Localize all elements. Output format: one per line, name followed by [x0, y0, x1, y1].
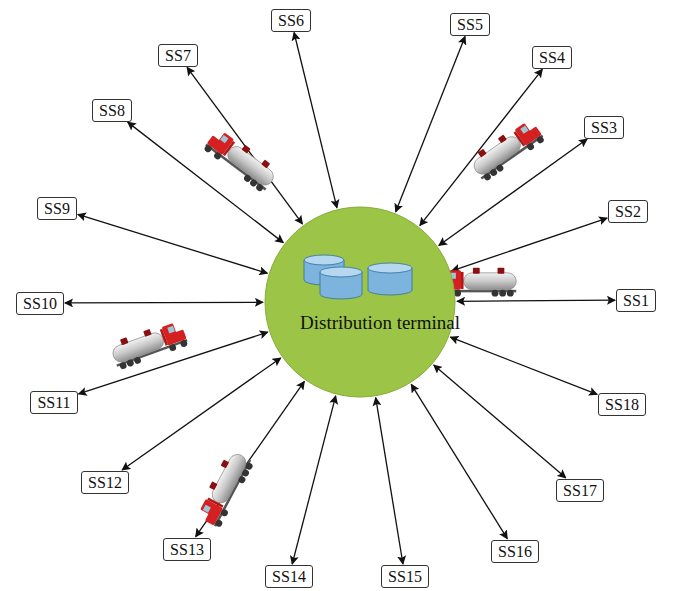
station-label: SS13	[170, 540, 204, 559]
tanker-truck	[109, 318, 189, 371]
flow-arrow	[196, 381, 305, 536]
flow-arrow	[396, 36, 465, 211]
station-box: SS16	[491, 540, 539, 563]
station-label: SS14	[272, 567, 306, 586]
station-box: SS12	[81, 471, 129, 494]
station-box: SS11	[30, 391, 77, 414]
flow-arrow	[411, 384, 507, 538]
flow-arrow	[187, 67, 302, 224]
station-label: SS15	[388, 567, 422, 586]
station-box: SS13	[163, 538, 211, 561]
station-label: SS16	[498, 542, 532, 561]
station-label: SS1	[623, 291, 649, 310]
station-label: SS11	[37, 393, 70, 412]
station-box: SS14	[265, 565, 313, 588]
station-box: SS18	[598, 393, 646, 416]
tanker-truck	[194, 449, 255, 529]
storage-tank	[320, 267, 362, 299]
station-box: SS6	[271, 9, 311, 32]
station-label: SS3	[591, 118, 617, 137]
station-label: SS2	[615, 202, 641, 221]
station-label: SS17	[563, 481, 597, 500]
station-box: SS3	[584, 116, 624, 139]
station-label: SS18	[605, 395, 639, 414]
station-box: SS10	[16, 292, 64, 315]
station-box: SS5	[450, 13, 490, 36]
terminal-circle: Distribution terminal	[264, 206, 456, 398]
flow-arrow	[122, 358, 281, 470]
tanker-truck	[203, 126, 280, 194]
flow-arrow	[376, 398, 403, 564]
station-box: SS15	[381, 565, 429, 588]
station-label: SS4	[539, 48, 565, 67]
station-box: SS17	[556, 479, 604, 502]
station-box: SS4	[532, 46, 572, 69]
terminal-shape	[264, 206, 456, 398]
flow-arrow	[292, 396, 335, 564]
station-box: SS2	[608, 200, 648, 223]
terminal-label: Distribution terminal	[284, 312, 476, 334]
flow-arrow	[452, 218, 607, 271]
station-label: SS5	[457, 15, 483, 34]
station-label: SS7	[165, 46, 191, 65]
flow-arrow	[457, 300, 615, 301]
storage-tank	[368, 263, 412, 295]
flow-arrow	[128, 122, 284, 243]
station-box: SS9	[37, 197, 77, 220]
flow-arrow	[78, 214, 268, 273]
flow-arrow	[450, 337, 597, 394]
station-label: SS9	[44, 199, 70, 218]
flow-arrow	[439, 139, 587, 245]
tanker-truck	[468, 117, 546, 184]
flow-arrow	[434, 365, 566, 478]
flow-arrow	[79, 332, 268, 394]
station-label: SS8	[99, 101, 125, 120]
flow-arrow	[294, 32, 337, 207]
station-box: SS7	[158, 44, 198, 67]
station-box: SS8	[92, 99, 132, 122]
station-box: SS1	[616, 289, 656, 312]
station-label: SS12	[88, 473, 122, 492]
flow-arrow	[65, 302, 263, 304]
station-label: SS10	[23, 294, 57, 313]
flow-arrow	[420, 69, 543, 225]
station-label: SS6	[278, 11, 304, 30]
